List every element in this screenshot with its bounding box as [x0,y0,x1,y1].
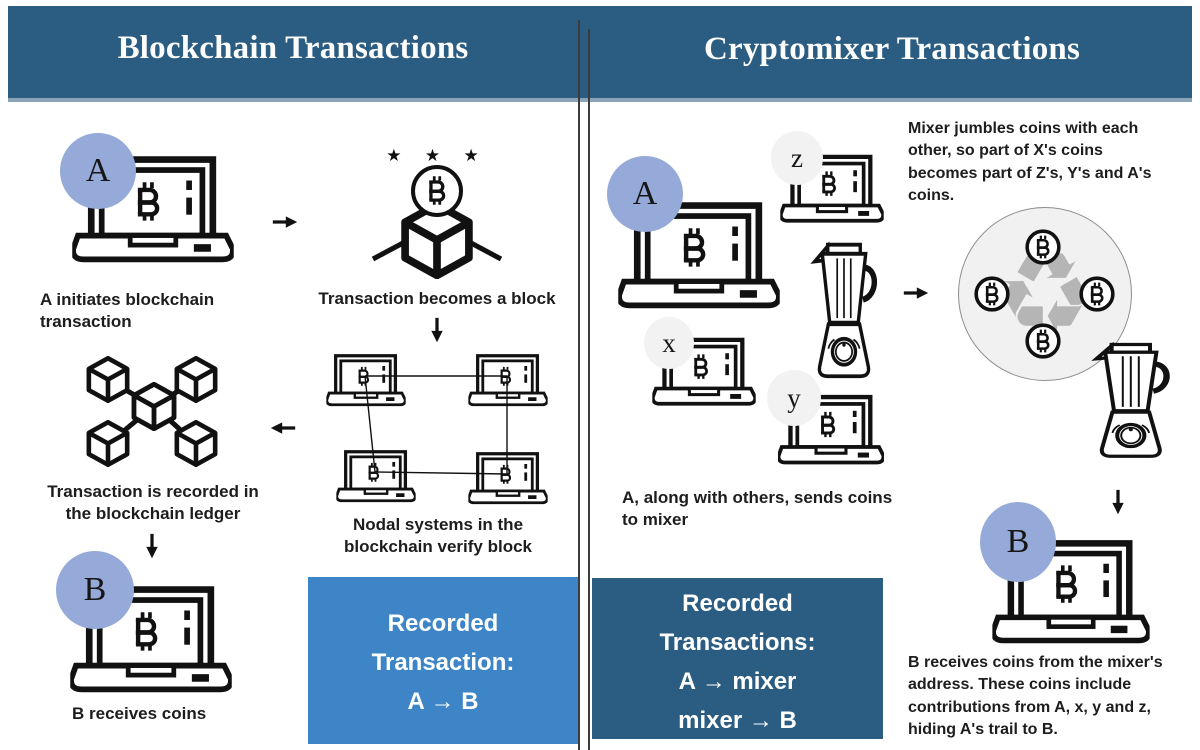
actor-b2-label: B [1006,523,1030,560]
mixer-blender-icon [1086,338,1178,468]
caption-mix: Mixer jumbles coins with each other, so … [908,120,1152,205]
block-icon: ★ ★ ★ [371,146,503,283]
bitcoin-coin-icon [1024,322,1062,360]
arrow-down-icon [144,533,160,559]
divider-line-left [578,20,580,750]
actor-b2-badge: B [980,502,1056,582]
actor-y-label: y [787,382,801,413]
caption-block: Transaction becomes a block [318,289,556,308]
caption-send: A, along with others, sends coins to mix… [622,488,893,530]
actor-a2-badge: A [607,156,683,232]
bitcoin-coin-icon [973,275,1011,313]
box-line: A → B [407,688,479,715]
caption-nodal: Nodal systems in the blockchain verify b… [343,515,532,557]
box-line: A → mixer [678,668,797,695]
actor-b-badge: B [56,551,134,629]
box-line: Transaction: [371,649,515,676]
actor-y-badge: y [767,370,821,426]
box-line: Recorded [387,610,499,637]
arrow-down-icon [429,317,445,343]
arrow-right-icon [272,214,298,230]
bitcoin-coin-icon [1024,228,1062,266]
stars-icon: ★ ★ ★ [386,146,488,166]
mixer-blender-icon [806,237,884,390]
arrow-right-icon [903,285,929,301]
box-line: Recorded [682,590,793,617]
actor-b-label: B [83,571,107,608]
caption-receive-b2: B receives coins from the mixer's addres… [908,654,1163,739]
box-line: mixer → B [678,707,797,734]
actor-a-badge: A [60,133,136,209]
arrow-left-icon [270,420,296,436]
actor-x-label: x [662,327,676,358]
right-column-title: Cryptomixer Transactions [703,31,1081,67]
box-line: Transactions: [659,629,816,656]
actor-z-badge: z [771,131,823,185]
actor-a-label: A [85,152,111,189]
caption-initiate: A initiates blockchain transaction [40,290,215,332]
left-column-title: Blockchain Transactions [117,30,469,66]
bitcoin-coin-icon [1078,275,1116,313]
caption-receive-b: B receives coins [72,704,207,723]
actor-a2-label: A [632,175,658,212]
arrow-down-icon [1110,489,1126,515]
caption-ledger: Transaction is recorded in the blockchai… [47,482,259,524]
ledger-cubes-icon [80,350,230,475]
recorded-transaction-box: Recorded Transaction: A → B [308,577,578,744]
network-links-icon [364,375,508,475]
actor-x-badge: x [644,317,694,369]
recorded-transactions-box: Recorded Transactions: A → mixer mixer →… [592,578,883,739]
divider-line-right [588,29,590,750]
actor-z-label: z [791,142,803,173]
header-bar [8,6,1192,102]
